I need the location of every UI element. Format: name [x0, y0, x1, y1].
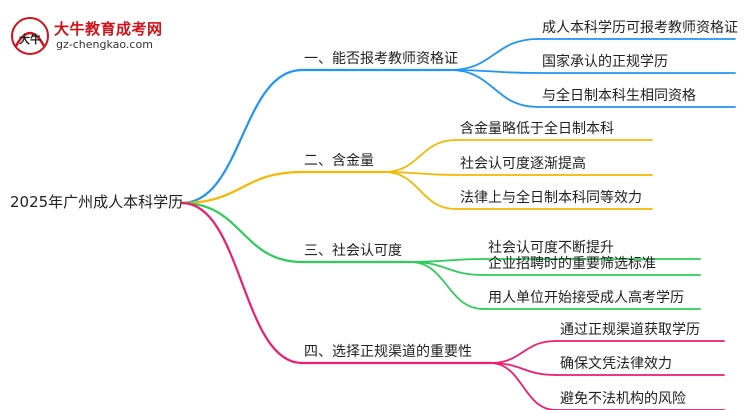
leaf-label: 社会认可度不断提升 [488, 240, 614, 256]
leaf-label: 成人本科学历可报考教师资格证 [542, 20, 738, 36]
branch-connector [180, 68, 304, 205]
logo-url: gz-chengkao.com [56, 38, 153, 51]
branch-connector [180, 170, 304, 205]
leaf-connector [449, 69, 539, 108]
logo-title: 大牛教育成考网 [54, 20, 163, 38]
leaf-label: 避免不法机构的风险 [560, 391, 686, 407]
leaf-label: 企业招聘时的重要筛选标准 [488, 256, 656, 272]
leaf-connector [383, 171, 457, 210]
leaf-connector [489, 362, 557, 410]
logo-badge-icon: 大牛 [11, 17, 49, 55]
leaf-connector [409, 261, 485, 276]
leaf-label: 含金量略低于全日制本科 [460, 121, 614, 137]
leaf-label: 与全日制本科生相同资格 [542, 88, 696, 104]
leaf-label: 通过正规渠道获取学历 [560, 322, 700, 338]
root-topic: 2025年广州成人本科学历 [10, 193, 184, 211]
leaf-connector [489, 340, 557, 364]
leaf-connector [409, 261, 485, 310]
site-logo[interactable]: 大牛 大牛教育成考网 gz-chengkao.com [8, 16, 183, 56]
leaf-connector [449, 38, 539, 71]
branch-label: 四、选择正规渠道的重要性 [304, 344, 472, 360]
leaf-label: 社会认可度逐渐提高 [460, 156, 586, 172]
leaf-label: 国家承认的正规学历 [542, 54, 668, 70]
leaf-label: 用人单位开始接受成人高考学历 [488, 290, 684, 306]
branch-connector [180, 201, 304, 264]
branch-connector [180, 201, 304, 365]
leaf-label: 确保文凭法律效力 [560, 356, 672, 372]
leaf-label: 法律上与全日制本科同等效力 [460, 190, 642, 206]
leaf-connector [409, 258, 485, 263]
leaf-connector [383, 139, 457, 173]
branch-label: 三、社会认可度 [304, 243, 402, 259]
branch-label: 二、含金量 [304, 153, 374, 169]
logo-badge-text: 大牛 [19, 32, 41, 46]
leaf-connector [449, 69, 539, 74]
branch-label: 一、能否报考教师资格证 [304, 51, 458, 67]
